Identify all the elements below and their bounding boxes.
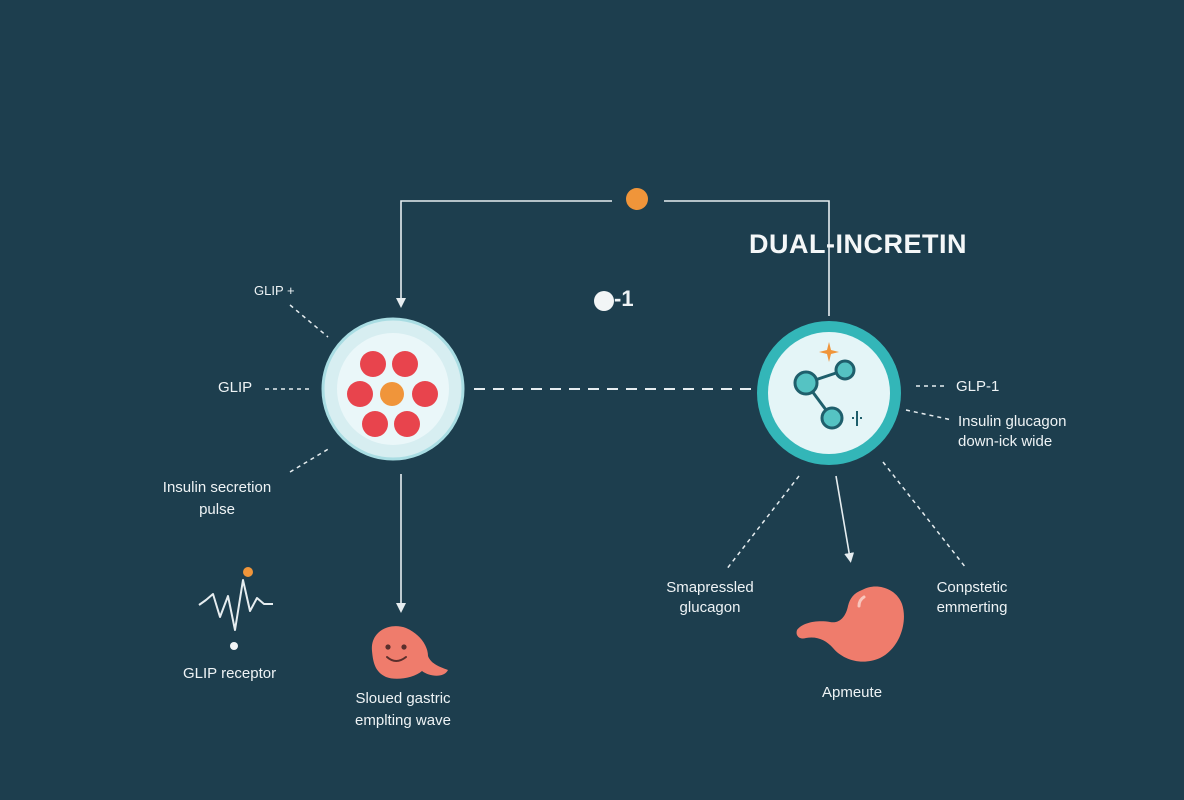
insulin-secretion-line1: Insulin secretion: [162, 479, 272, 496]
center-white-node: [594, 291, 614, 311]
right-label-appetite: Apmeute: [822, 684, 883, 701]
right-label-glp1: GLP-1: [956, 378, 1000, 395]
molecule-cell-icon: [757, 321, 901, 465]
suppressed-line1: Smapressled: [666, 579, 754, 596]
right-insulin-line2: down-ick wide: [958, 433, 1053, 450]
insulin-secretion-line2: pulse: [199, 501, 235, 518]
top-orange-node: [626, 188, 648, 210]
gastric-left-line2: emplting wave: [355, 712, 451, 729]
diagram-title: DUAL-INCRETIN: [749, 229, 967, 259]
left-label-gastric: Sloued gastric emplting wave: [338, 689, 468, 731]
smiling-stomach-icon: [371, 626, 448, 679]
top-connector: [396, 200, 830, 316]
right-leader-lines: [725, 385, 967, 571]
gastric-left-line1: Sloued gastric: [355, 690, 451, 707]
left-label-glip-top: GLIP +: [254, 283, 295, 298]
right-label-insulin-glucagon: Insulin glucagon down-ick wide: [958, 412, 1066, 452]
center-label: -1: [614, 286, 634, 311]
suppressed-line2: glucagon: [679, 599, 741, 616]
right-insulin-line1: Insulin glucagon: [958, 413, 1067, 430]
right-label-suppressed: Smapressled glucagon: [648, 578, 772, 618]
left-label-receptor: GLIP receptor: [183, 665, 277, 682]
left-label-insulin-secretion: Insulin secretion pulse: [152, 478, 282, 520]
waveform-icon: [198, 567, 273, 650]
right-down-arrow: [835, 475, 855, 563]
right-label-gastric: Conpstetic emmerting: [912, 578, 1032, 618]
stomach-icon: [796, 586, 904, 662]
left-cell-icon: [321, 317, 465, 461]
left-leader-lines: [265, 304, 331, 473]
gastric-right-line1: Conpstetic: [936, 579, 1008, 596]
left-label-glip-mid: GLIP: [218, 379, 253, 396]
gastric-right-line2: emmerting: [936, 599, 1008, 616]
